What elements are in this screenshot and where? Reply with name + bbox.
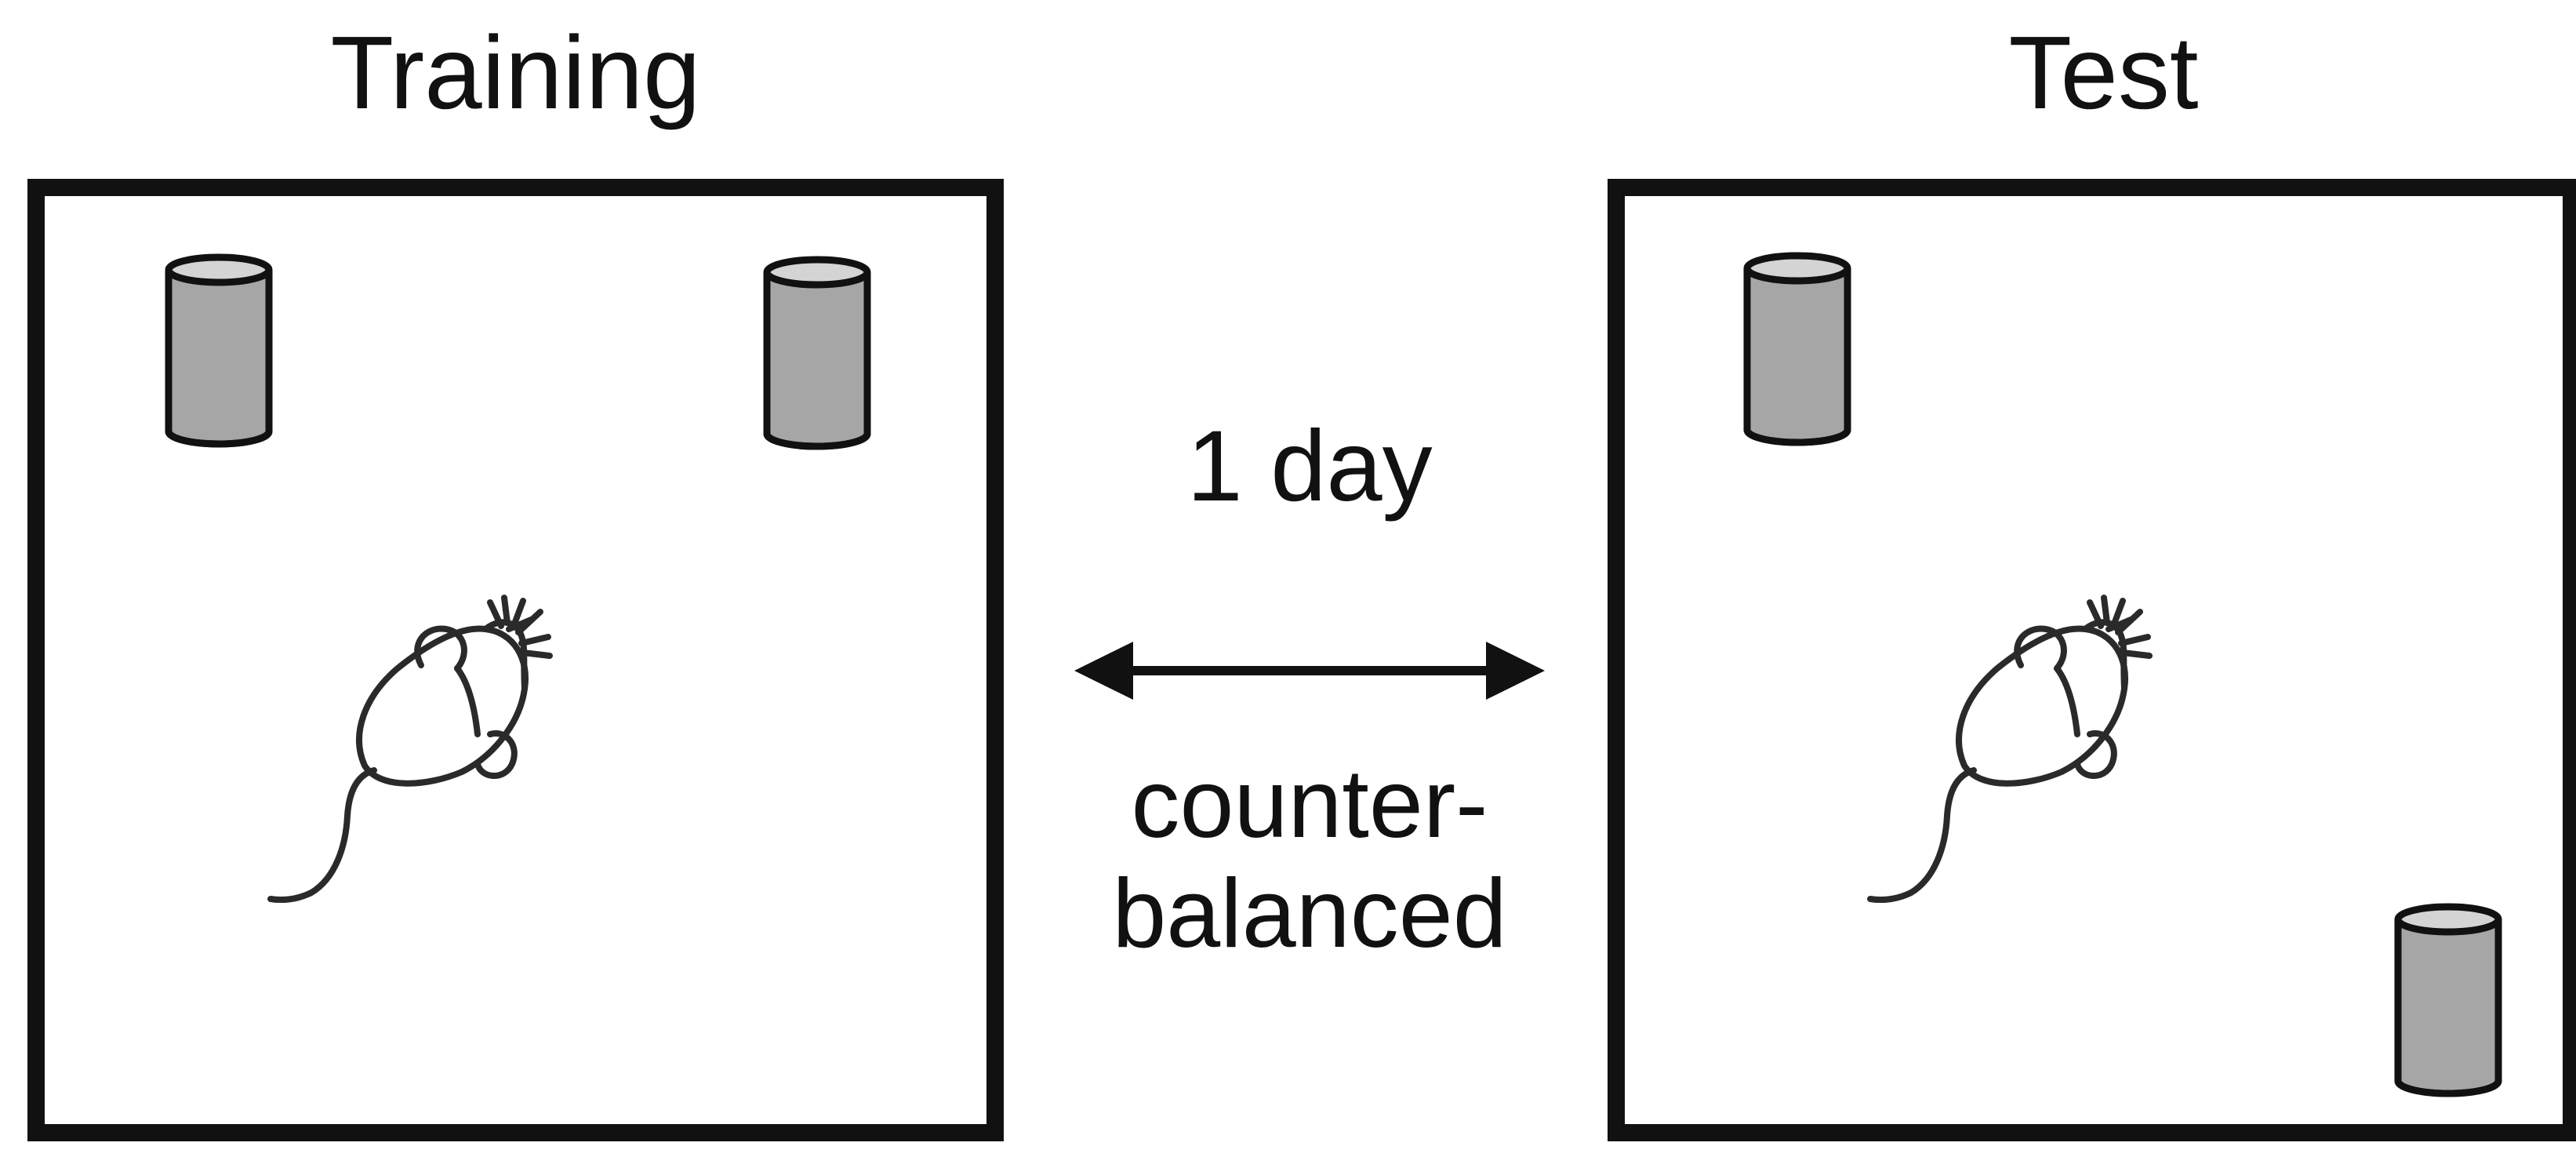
cylinder-object-icon xyxy=(2393,902,2503,1101)
cylinder-object-icon xyxy=(164,253,274,452)
note-line-2: balanced xyxy=(1112,860,1507,968)
counterbalanced-note: counter- balanced xyxy=(1019,749,1600,969)
test-arena xyxy=(1608,179,2576,1141)
test-panel-title: Test xyxy=(2008,15,2199,130)
note-line-1: counter- xyxy=(1131,750,1488,858)
training-panel-title: Training xyxy=(330,15,701,130)
cylinder-object-icon xyxy=(1742,251,1852,450)
cylinder-object-icon xyxy=(762,255,872,454)
double-arrow-icon xyxy=(1074,642,1545,700)
training-arena xyxy=(27,179,1004,1141)
mouse-icon xyxy=(1864,580,2193,910)
mouse-icon xyxy=(264,580,594,910)
interval-label: 1 day xyxy=(1186,410,1433,522)
